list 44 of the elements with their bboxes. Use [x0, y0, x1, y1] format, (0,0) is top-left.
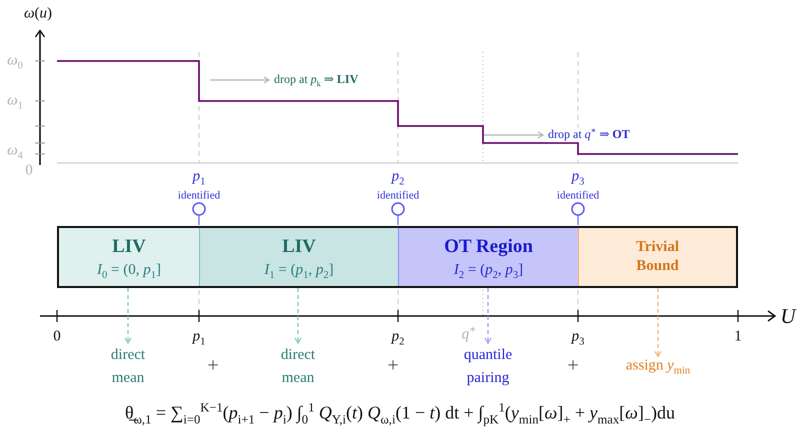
tick-label: q$^{∗}$ — [462, 326, 476, 344]
segment-title: LIV — [112, 235, 146, 260]
tick-label: ω$_{4}$ — [7, 142, 23, 160]
breakpoint-label: p$_{3}$ — [572, 168, 584, 186]
method-label: direct mean — [98, 344, 158, 390]
interval-segment — [578, 228, 736, 286]
tick-label: 1 — [734, 328, 742, 346]
plus-sign: + — [387, 354, 399, 378]
dashed-arrow — [484, 288, 492, 344]
tick-label: p$_{3}$ — [572, 328, 584, 346]
method-label: assign y$_{min}$ — [626, 357, 690, 375]
axis-title: U — [780, 304, 796, 328]
status-label: identified — [178, 190, 220, 202]
interval-label: I$_{2}$ = (p$_{2}$, p$_{3}$] — [454, 262, 524, 279]
arrow — [210, 76, 270, 84]
dashed-arrow — [294, 288, 302, 344]
interval-segment — [199, 228, 398, 286]
dashed-arrow — [124, 288, 132, 344]
dashed-arrow — [654, 288, 662, 357]
segment-title: Trivial Bound — [634, 238, 680, 276]
interval-label: I$_{0}$ = (0, p$_{1}$] — [97, 262, 161, 279]
tick-label: p$_{2}$ — [392, 328, 404, 346]
tick-label: 0 — [53, 328, 61, 346]
interval-segment — [59, 228, 199, 286]
breakpoint-label: p$_{2}$ — [392, 168, 404, 186]
tick-label: p$_{1}$ — [192, 328, 206, 346]
status-label: identified — [556, 190, 600, 202]
tick-label: 0 — [25, 162, 33, 180]
breakpoint-label: p$_{1}$ — [192, 168, 206, 186]
annotation-label: drop at q$^{∗}$ ⇒ OT — [546, 128, 632, 142]
method-label: quantile pairing — [452, 344, 524, 390]
annotation-label: drop at p$_{k}$ ⇒ LIV — [272, 73, 360, 87]
interval-segment — [398, 228, 578, 286]
segment-title: OT Region — [444, 235, 533, 260]
status-label: identified — [376, 190, 420, 202]
tick-label: ω$_{0}$ — [7, 52, 23, 70]
tick-label: ω$_{1}$ — [7, 92, 23, 110]
axis-title: ω(u) — [24, 5, 52, 23]
plus-sign: + — [567, 354, 579, 378]
segment-title: LIV — [282, 235, 316, 260]
arrow — [484, 131, 544, 139]
plus-sign: + — [207, 354, 219, 378]
method-label: direct mean — [268, 344, 328, 390]
interval-label: I$_{1}$ = (p$_{1}$, p$_{2}$] — [264, 262, 334, 279]
